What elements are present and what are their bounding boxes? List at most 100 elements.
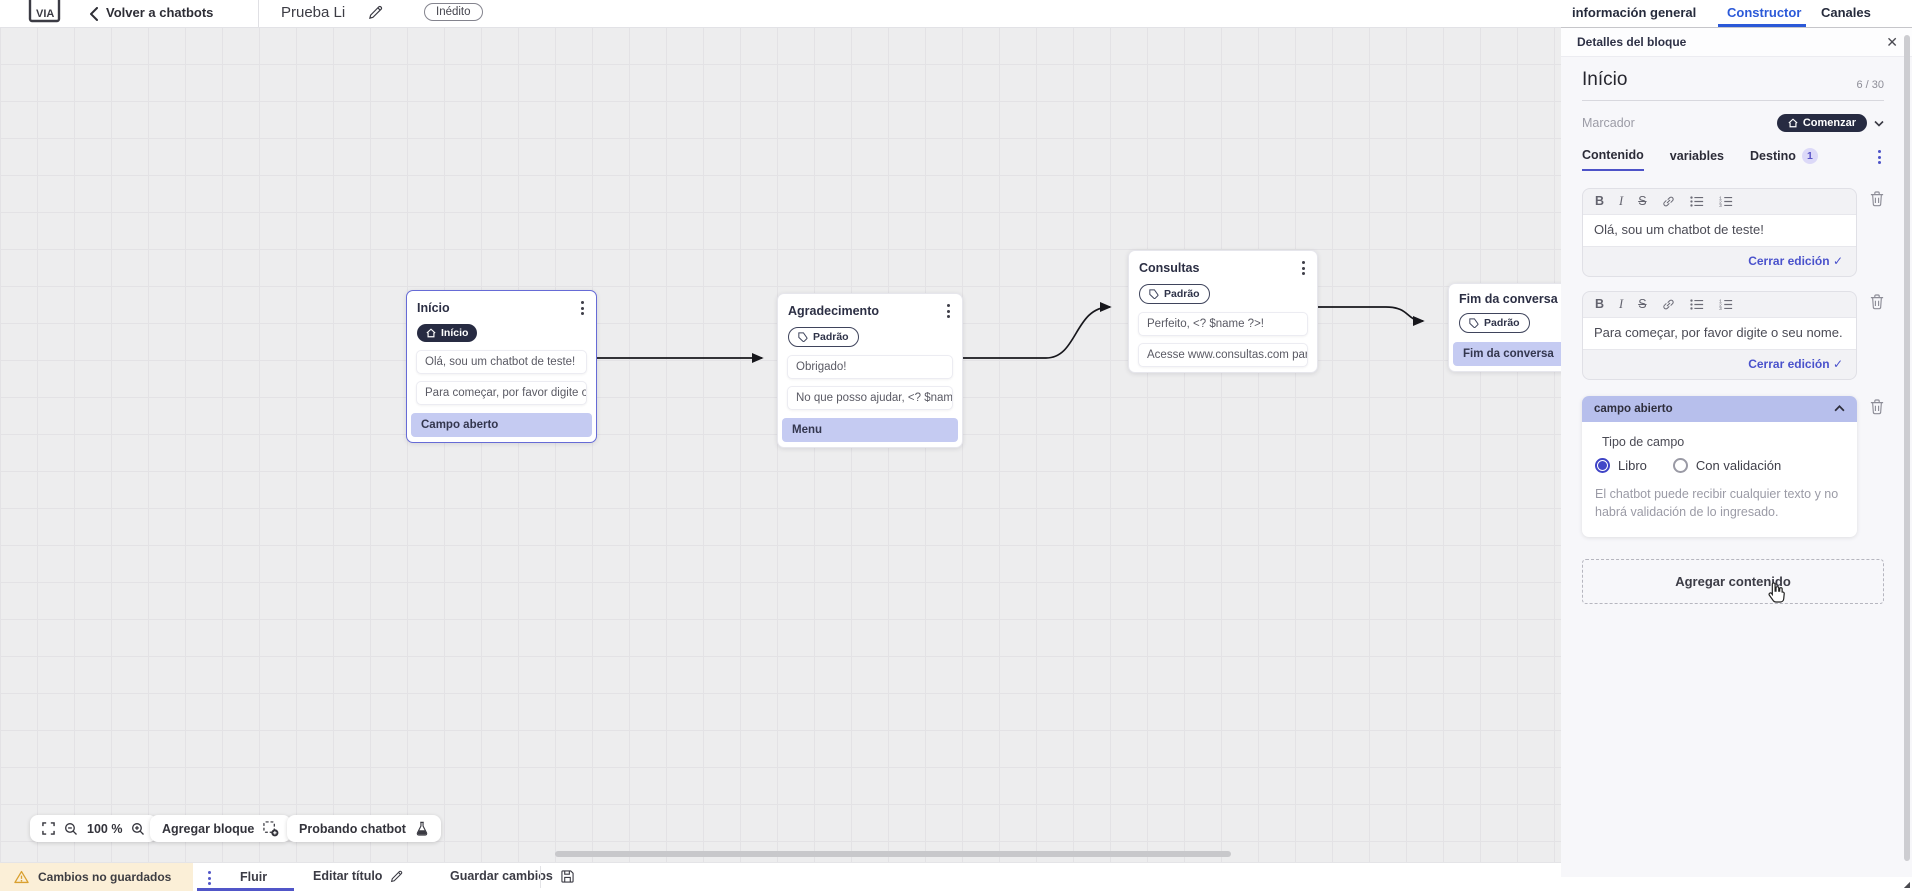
check-icon: ✓ bbox=[1832, 356, 1843, 371]
close-icon[interactable]: ✕ bbox=[1886, 33, 1898, 50]
flow-node-agradecimento[interactable]: Agradecimento Padrão Obrigado! No que po… bbox=[777, 293, 963, 448]
pencil-icon bbox=[391, 870, 403, 882]
active-tab-underline bbox=[1718, 24, 1806, 27]
radio-libro[interactable]: Libro bbox=[1595, 457, 1647, 473]
tag-icon bbox=[1469, 318, 1479, 328]
block-name-field[interactable]: Início 6 / 30 bbox=[1582, 69, 1884, 101]
home-icon bbox=[426, 328, 436, 338]
tab-constructor[interactable]: Constructor bbox=[1727, 5, 1802, 20]
add-block-button[interactable]: Agregar bloque bbox=[150, 815, 292, 842]
italic-icon[interactable]: I bbox=[1619, 194, 1624, 209]
message-input[interactable]: Olá, sou um chatbot de teste! bbox=[1583, 214, 1856, 247]
field-helper-text: El chatbot puede recibir cualquier texto… bbox=[1595, 486, 1839, 520]
fluir-tab-underline bbox=[197, 888, 294, 891]
add-block-icon bbox=[263, 820, 279, 837]
trash-icon[interactable] bbox=[1870, 294, 1884, 315]
trash-icon[interactable] bbox=[1870, 399, 1884, 420]
bullet-list-icon[interactable] bbox=[1689, 195, 1704, 208]
svg-text:2: 2 bbox=[1719, 199, 1722, 205]
bottombar: Cambios no guardados Fluir Editar título… bbox=[0, 862, 1561, 891]
node-message-row[interactable]: Olá, sou um chatbot de teste! bbox=[416, 350, 587, 374]
message-input[interactable]: Para começar, por favor digite o seu nom… bbox=[1583, 316, 1856, 350]
flow-connectors bbox=[597, 301, 1425, 364]
edit-title-pencil-icon[interactable] bbox=[368, 5, 383, 25]
tab-destino[interactable]: Destino 1 bbox=[1750, 148, 1818, 171]
close-edit-button[interactable]: Cerrar edición ✓ bbox=[1748, 253, 1843, 268]
zoom-in-icon[interactable] bbox=[131, 822, 145, 836]
bullet-list-icon[interactable] bbox=[1689, 298, 1704, 311]
tag-icon bbox=[798, 332, 808, 342]
node-message-row[interactable]: No que posso ajudar, <? $name ... bbox=[787, 386, 953, 410]
back-to-chatbots-link[interactable]: Volver a chatbots bbox=[106, 5, 214, 20]
node-title: Fim da conversa bbox=[1459, 292, 1558, 306]
bottombar-divider bbox=[540, 866, 541, 888]
radio-con-validacion[interactable]: Con validación bbox=[1672, 457, 1781, 473]
edit-title-button[interactable]: Editar título bbox=[313, 869, 403, 883]
bold-icon[interactable]: B bbox=[1595, 194, 1605, 209]
content-block: campo abierto Tipo de campo Libro bbox=[1582, 395, 1884, 538]
open-field-header[interactable]: campo abierto bbox=[1582, 395, 1857, 422]
strikethrough-icon[interactable]: S bbox=[1638, 194, 1647, 209]
block-details-panel: Detalles del bloque ✕ Início 6 / 30 Marc… bbox=[1561, 27, 1912, 877]
bold-icon[interactable]: B bbox=[1595, 297, 1605, 312]
fullscreen-icon[interactable] bbox=[42, 822, 55, 835]
flow-node-inicio[interactable]: Início Início Olá, sou um chatbot de tes… bbox=[406, 290, 597, 443]
tab-canales[interactable]: Canales bbox=[1821, 5, 1871, 20]
tab-fluir[interactable]: Fluir bbox=[240, 870, 268, 884]
flow-node-consultas[interactable]: Consultas Padrão Perfeito, <? $name ?>! … bbox=[1128, 250, 1318, 373]
app-logo: VIA bbox=[28, 0, 62, 30]
canvas-horizontal-scrollbar[interactable] bbox=[555, 851, 1231, 857]
flow-node-fim-da-conversa[interactable]: Fim da conversa Padrão Fim da conversa bbox=[1448, 283, 1561, 372]
tab-contenido[interactable]: Contenido bbox=[1582, 148, 1644, 171]
zoom-out-icon[interactable] bbox=[64, 822, 78, 836]
flow-canvas[interactable]: Início Início Olá, sou um chatbot de tes… bbox=[0, 27, 1561, 863]
marker-dropdown[interactable]: Comenzar bbox=[1776, 114, 1884, 132]
node-title: Início bbox=[417, 301, 450, 315]
italic-icon[interactable]: I bbox=[1619, 297, 1624, 312]
node-menu-icon[interactable] bbox=[578, 299, 587, 317]
flow-menu-icon[interactable] bbox=[205, 869, 214, 887]
field-type-label: Tipo de campo bbox=[1602, 434, 1685, 449]
test-chatbot-button[interactable]: Probando chatbot bbox=[287, 815, 441, 842]
scroll-corner-arrow: ◢ bbox=[1903, 880, 1910, 889]
tag-icon bbox=[1149, 289, 1159, 299]
tab-informacion-general[interactable]: información general bbox=[1572, 5, 1697, 20]
node-menu-icon[interactable] bbox=[1299, 259, 1308, 277]
save-icon bbox=[561, 869, 574, 883]
add-content-button[interactable]: Agregar contenido bbox=[1582, 559, 1884, 605]
link-icon[interactable] bbox=[1662, 298, 1675, 311]
svg-text:1: 1 bbox=[1719, 298, 1722, 304]
node-default-badge: Padrão bbox=[788, 327, 859, 347]
block-name[interactable]: Início bbox=[1582, 69, 1628, 90]
tab-variables[interactable]: variables bbox=[1669, 149, 1725, 163]
svg-text:2: 2 bbox=[1719, 302, 1722, 308]
node-message-row[interactable]: Acesse www.consultas.com par... bbox=[1138, 343, 1308, 367]
trash-icon[interactable] bbox=[1870, 191, 1884, 212]
node-default-badge: Padrão bbox=[1139, 284, 1210, 304]
marker-row: Marcador Comenzar bbox=[1582, 114, 1884, 132]
node-title: Consultas bbox=[1139, 261, 1200, 275]
node-action-row[interactable]: Campo aberto bbox=[411, 413, 592, 437]
panel-scrollbar[interactable] bbox=[1904, 35, 1910, 861]
close-edit-button[interactable]: Cerrar edición ✓ bbox=[1748, 356, 1843, 371]
node-action-row[interactable]: Fim da conversa bbox=[1453, 342, 1561, 366]
panel-menu-icon[interactable] bbox=[1875, 148, 1884, 171]
node-menu-icon[interactable] bbox=[944, 302, 953, 320]
strikethrough-icon[interactable]: S bbox=[1638, 297, 1647, 312]
node-message-row[interactable]: Perfeito, <? $name ?>! bbox=[1138, 312, 1308, 336]
node-action-row[interactable]: Menu bbox=[782, 418, 958, 442]
node-message-row[interactable]: Para começar, por favor digite o ... bbox=[416, 381, 587, 405]
link-icon[interactable] bbox=[1662, 195, 1675, 208]
topbar-divider bbox=[258, 0, 259, 27]
save-changes-button[interactable]: Guardar cambios bbox=[450, 869, 574, 883]
warning-icon bbox=[14, 870, 29, 884]
node-message-row[interactable]: Obrigado! bbox=[787, 355, 953, 379]
back-chevron-icon[interactable] bbox=[89, 7, 98, 26]
chevron-up-icon bbox=[1834, 405, 1845, 412]
